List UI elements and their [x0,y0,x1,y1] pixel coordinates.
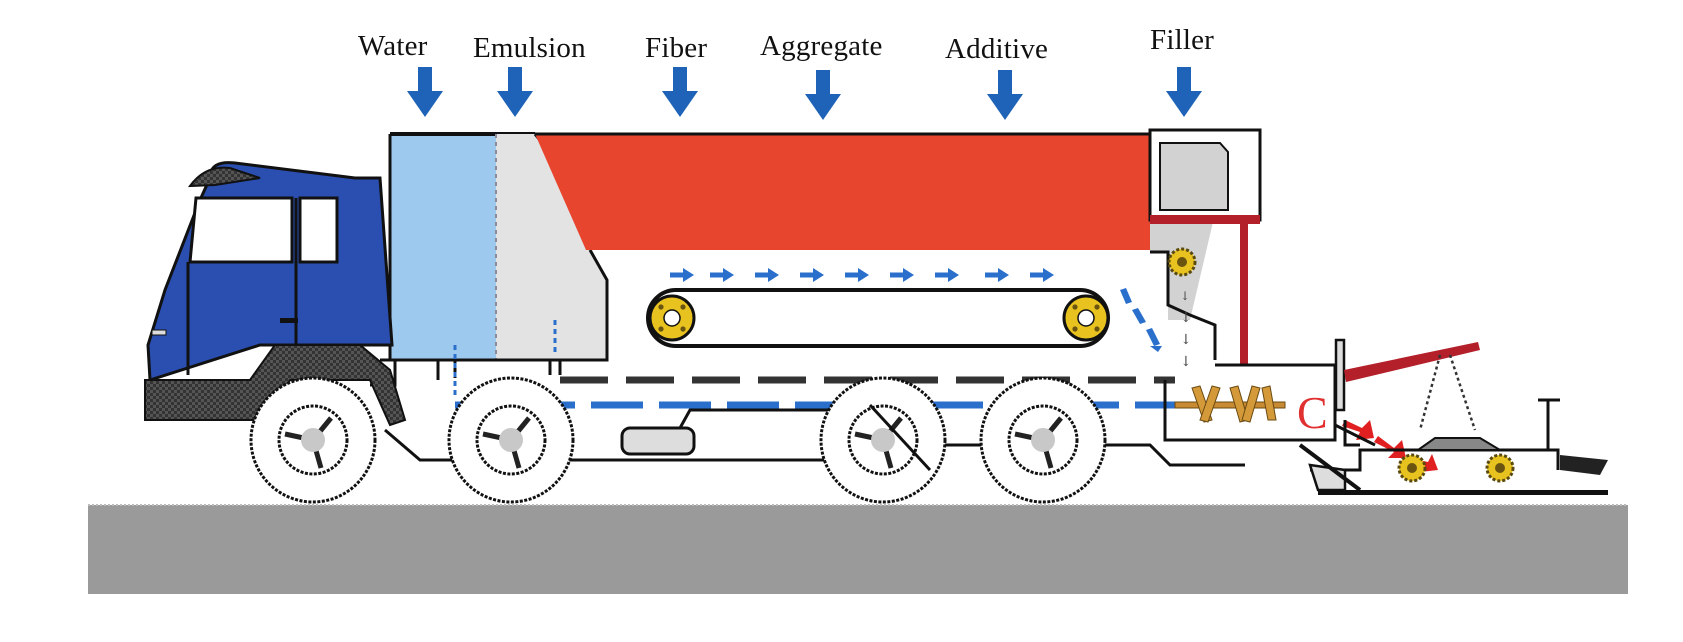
belt-discharge-arrows [1120,288,1162,352]
water-arrow-icon [407,67,443,117]
filler-feeder-gear-icon [1167,247,1197,277]
label-filler: Filler [1150,24,1215,56]
wheel-rear-3-icon [981,378,1105,502]
label-water: Water [358,30,428,62]
filler-bin: ↓ ↓ ↓ ↓ [1148,128,1262,370]
wheel-rear-2-icon [821,378,945,502]
spreader-box [1298,398,1608,495]
water-tank [388,132,535,380]
wheel-rear-1-icon [449,378,573,502]
fiber-arrow-icon [662,67,698,117]
cab-window-front [188,196,294,264]
fuel-tank [620,426,696,456]
label-aggregate: Aggregate [760,30,883,62]
truck-cab [144,161,407,427]
pulley-left-icon [648,294,696,342]
emulsion-arrow-icon [497,67,533,117]
aggregate-flow-arrows [670,268,1054,282]
cab-window-side [298,196,339,264]
svg-text:↓: ↓ [1180,289,1190,303]
wheel-front-icon [251,378,375,502]
label-emulsion: Emulsion [473,32,586,64]
spreader-arm [1344,342,1480,382]
ground [88,505,1628,594]
svg-text:↓: ↓ [1180,332,1192,348]
svg-text:↓: ↓ [1180,354,1192,370]
label-additive: Additive [945,33,1049,65]
pulley-right-icon [1062,294,1110,342]
aggregate-arrow-icon [805,70,841,120]
rotation-icon: C [1297,387,1328,438]
conveyor-belt [646,288,1110,348]
label-fiber: Fiber [645,32,708,64]
additive-arrow-icon [987,70,1023,120]
pugmill-mixer: C [1163,363,1337,442]
spreader-auger-left-icon [1397,453,1427,483]
svg-text:↓: ↓ [1180,310,1192,326]
aggregate-bin [535,134,1160,250]
spreader-auger-right-icon [1485,453,1515,483]
filler-arrow-icon [1166,67,1202,117]
